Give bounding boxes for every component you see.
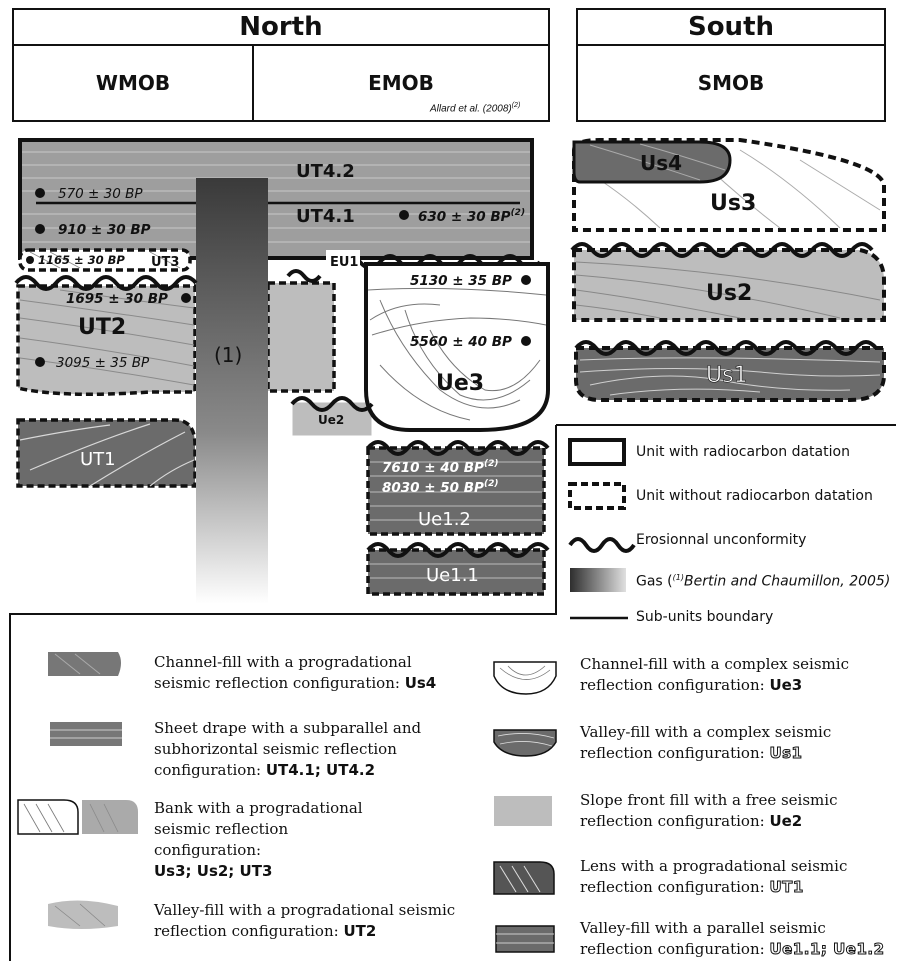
desc-bank: Bank with a progradational seismic refle… — [154, 799, 363, 880]
legend-gas-label: Gas ((1)Bertin and Chaumillon, 2005) — [636, 573, 891, 590]
date-910: 910 ± 30 BP — [58, 222, 151, 238]
swatch-us4 — [48, 652, 121, 676]
swatch-ue3 — [493, 661, 557, 695]
south-label: South — [687, 12, 775, 42]
us4-unit — [572, 140, 732, 184]
ut4-unit — [18, 138, 534, 260]
label-ut3: UT3 — [151, 255, 179, 270]
swatch-ut4 — [50, 722, 122, 746]
desc-ue2: Slope front fill with a free seismic ref… — [580, 791, 838, 830]
date-7610: 7610 ± 40 BP(2) — [382, 459, 498, 476]
desc-us1: Valley-fill with a complex seismic refle… — [580, 723, 832, 763]
label-ue2: Ue2 — [318, 413, 344, 427]
swatch-ut2 — [48, 900, 118, 929]
swatch-ut1 — [493, 861, 555, 895]
north-label: North — [239, 12, 323, 42]
smob-header: SMOB — [576, 44, 886, 122]
us2-unit — [570, 242, 886, 322]
erosion-line-north — [14, 275, 198, 291]
north-header: North — [12, 8, 550, 46]
legend-radiocarbon-icon — [568, 438, 626, 466]
date-5130: 5130 ± 35 BP — [410, 273, 512, 289]
desc-ut1: Lens with a progradational seismic refle… — [580, 857, 848, 897]
date-570: 570 ± 30 BP — [58, 186, 143, 202]
ut1-unit — [16, 418, 197, 488]
swatch-ue1 — [495, 925, 555, 953]
label-us3: Us3 — [710, 191, 756, 216]
desc-ut4: Sheet drape with a subparallel and subho… — [154, 719, 422, 779]
label-us2: Us2 — [706, 281, 752, 306]
wmob-header: WMOB — [12, 44, 254, 122]
desc-ue1: Valley-fill with a parallel seismic refl… — [580, 919, 885, 959]
desc-ut2: Valley-fill with a progradational seismi… — [154, 901, 456, 940]
label-ut1: UT1 — [80, 449, 116, 470]
label-us4: Us4 — [640, 151, 682, 175]
wmob-label: WMOB — [95, 71, 171, 95]
ue12-unit — [366, 440, 550, 536]
swatch-us1 — [493, 729, 557, 757]
swatch-bank-white — [17, 799, 79, 835]
label-ut41: UT4.1 — [296, 206, 355, 227]
date-8030: 8030 ± 50 BP(2) — [382, 479, 498, 496]
date-1165: 1165 ± 30 BP — [38, 253, 125, 267]
label-us1: Us1 — [706, 363, 748, 388]
gas-column — [196, 178, 268, 604]
date-1695: 1695 ± 30 BP — [66, 291, 168, 307]
swatch-bank-gray — [82, 800, 138, 834]
label-ue11: Ue1.1 — [426, 565, 479, 586]
ut3-unit — [18, 248, 192, 272]
ue11-unit — [366, 542, 550, 596]
smob-label: SMOB — [697, 71, 765, 95]
swatch-ue2 — [494, 796, 552, 826]
slope-fill-unit — [266, 281, 336, 393]
us1-unit — [574, 340, 886, 402]
label-ue3: Ue3 — [436, 371, 484, 396]
label-eu1: EU1 — [330, 255, 358, 270]
legend-no-radiocarbon-icon — [568, 482, 626, 510]
label-gas: (1) — [214, 343, 242, 367]
label-ut42: UT4.2 — [296, 161, 355, 182]
legend-no-radiocarbon-label: Unit without radiocarbon datation — [636, 488, 873, 504]
date-3095: 3095 ± 35 BP — [56, 355, 150, 371]
legend-subunits-label: Sub-units boundary — [636, 609, 774, 625]
legend-erosion-icon — [568, 537, 636, 553]
emob-header: EMOB — [252, 44, 550, 122]
label-ue12: Ue1.2 — [418, 509, 471, 530]
legend-radiocarbon-label: Unit with radiocarbon datation — [636, 444, 850, 460]
desc-ue3: Channel-fill with a complex seismic refl… — [580, 655, 849, 694]
label-ut2: UT2 — [78, 315, 126, 340]
date-630: 630 ± 30 BP(2) — [418, 208, 525, 225]
emob-label: EMOB — [368, 71, 434, 95]
legend-erosion-label: Erosionnal unconformity — [636, 532, 807, 548]
legend-gas-icon — [570, 568, 626, 592]
credit-text: Allard et al. (2008)(2) — [430, 102, 521, 115]
date-markers — [26, 188, 531, 367]
desc-us4: Channel-fill with a progradational seism… — [154, 653, 437, 692]
date-5560: 5560 ± 40 BP — [410, 334, 512, 350]
